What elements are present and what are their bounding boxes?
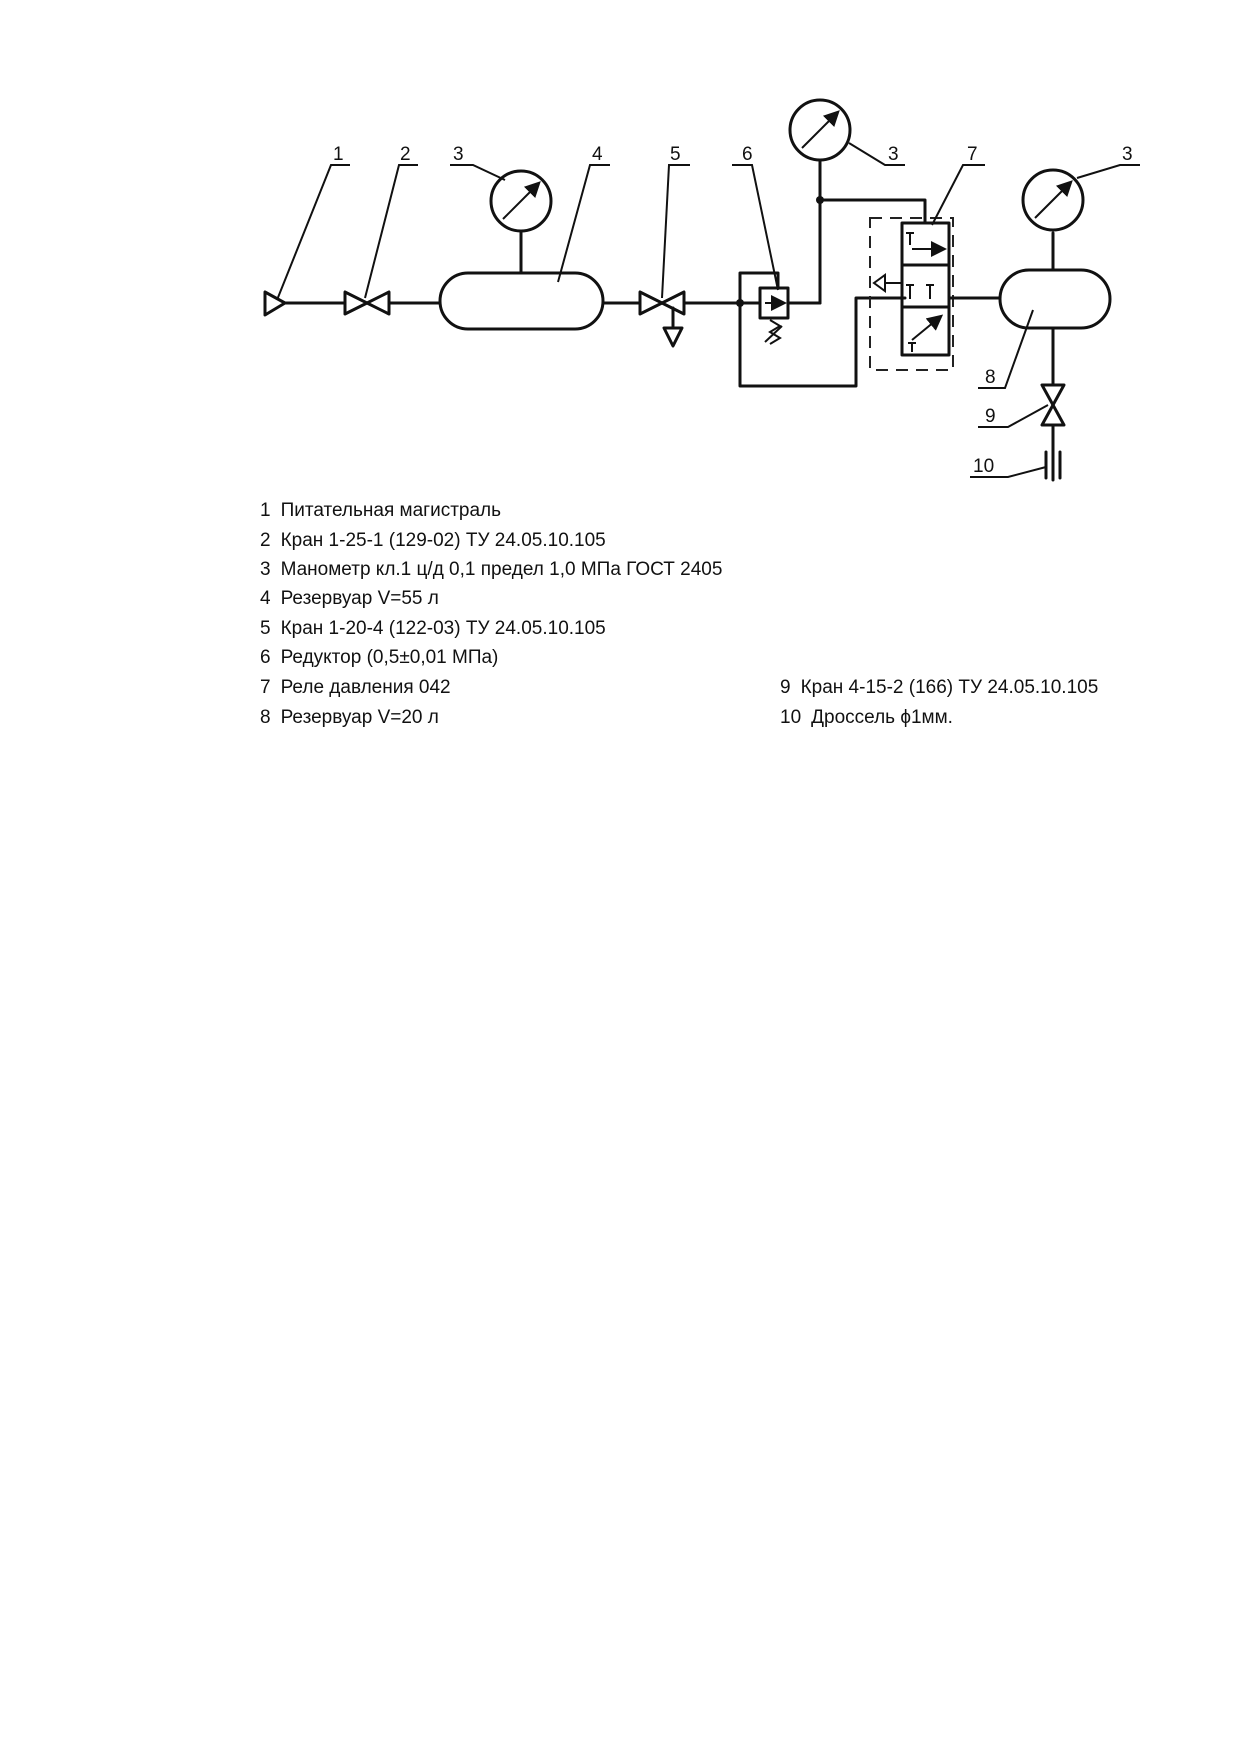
callout-10: 10 (973, 456, 994, 477)
callout-7: 7 (967, 144, 978, 165)
callout-3c: 3 (1122, 144, 1133, 165)
throttle-10-symbol (1044, 450, 1062, 480)
callout-8: 8 (985, 367, 996, 388)
leader-lines (276, 142, 1140, 478)
callout-9: 9 (985, 406, 996, 427)
valve-5-symbol (638, 290, 742, 348)
callout-4: 4 (592, 144, 603, 165)
callout-2: 2 (400, 144, 411, 165)
gauge-3a-symbol (489, 169, 553, 275)
gauge-3b-symbol (788, 98, 927, 225)
valve-2-symbol (343, 290, 442, 316)
reducer-6-symbol (736, 158, 822, 345)
return-line (738, 296, 907, 388)
pressure-relay-7-symbol (869, 217, 1002, 371)
valve-9-symbol (1040, 326, 1066, 482)
supply-line-symbol (263, 290, 347, 317)
gauge-3c-symbol (1021, 168, 1085, 272)
reservoir-4-symbol (438, 271, 605, 331)
callout-3a: 3 (453, 144, 464, 165)
callout-5: 5 (670, 144, 681, 165)
callout-6: 6 (742, 144, 753, 165)
reservoir-8-symbol (998, 268, 1112, 330)
callout-1: 1 (333, 144, 344, 165)
pneumatic-scheme: 1 2 3 4 5 6 3 7 3 8 9 10 (263, 98, 1140, 482)
callout-3b: 3 (888, 144, 899, 165)
